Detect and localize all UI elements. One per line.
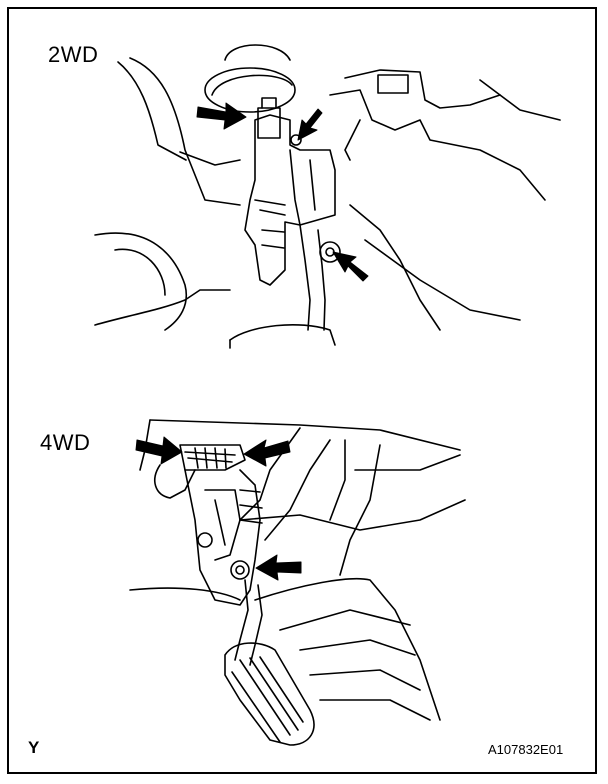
- figure-id: A107832E01: [488, 742, 564, 757]
- arrow-icon: [135, 102, 369, 581]
- bottom-view-4wd: [129, 419, 466, 746]
- section-label-4wd: 4WD: [40, 430, 91, 455]
- section-label-2wd: 2WD: [48, 42, 99, 67]
- corner-mark: Y: [28, 738, 40, 757]
- top-view-2wd: [94, 44, 561, 349]
